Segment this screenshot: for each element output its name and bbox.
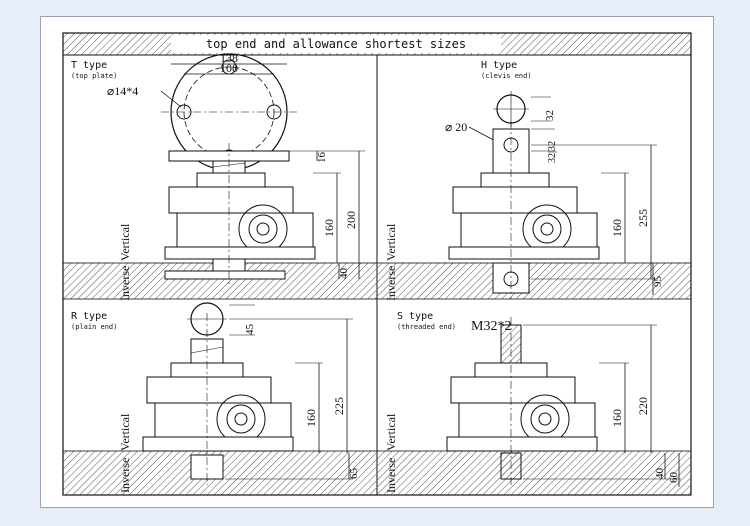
side-label-vertical: Vertical [118, 223, 132, 261]
t-dim-bottom: 40 [338, 268, 350, 280]
panel-h-type: H type (clevis end) 32 ⌀ 20 32|32 160 25… [445, 60, 664, 299]
side-label-inverse: Inverse [384, 266, 398, 301]
h-clevis [492, 128, 530, 174]
r-sub-label: (plain end) [71, 323, 117, 331]
side-label-vertical: Vertical [384, 413, 398, 451]
h-dim-total: 255 [636, 209, 650, 227]
t-dim-total: 200 [344, 211, 358, 229]
title-box [171, 35, 501, 53]
t-dim-body: 160 [322, 219, 336, 237]
h-dim-top: 32 [544, 110, 556, 121]
side-label-inverse: Inverse [118, 266, 132, 301]
t-type-label: T type [71, 60, 107, 71]
t-cap [196, 172, 266, 188]
upper-ground-band [62, 262, 692, 300]
r-worm-ring [226, 404, 256, 434]
h-hole-label: ⌀ 20 [445, 120, 467, 134]
h-worm-shaft [540, 222, 554, 236]
h-sub-label: (clevis end) [481, 72, 532, 80]
t-bottom-plate [164, 270, 286, 280]
h-worm-ring [532, 214, 562, 244]
s-base [446, 436, 598, 452]
panel-s-type: S type (threaded end) M32*2 160 220 40 6… [397, 311, 681, 487]
r-type-label: R type [71, 311, 107, 322]
s-dim-bottom-b: 60 [668, 472, 680, 484]
t-housing-top [168, 186, 294, 214]
drawing-title: top end and allowance shortest sizes [206, 37, 466, 51]
t-dim-outer: 138 [220, 51, 238, 65]
r-housing [154, 402, 292, 438]
drawing-frame: top end and allowance shortest sizes Inv… [40, 16, 714, 508]
t-worm-shaft [256, 222, 270, 236]
t-sub-label: (top plate) [71, 72, 117, 80]
h-housing [460, 212, 598, 248]
t-housing [176, 212, 314, 248]
h-dim-clevis: 32|32 [547, 141, 558, 163]
h-dim-bottom: 95 [652, 276, 664, 288]
s-type-label: S type [397, 311, 433, 322]
t-worm-ring [248, 214, 278, 244]
s-worm-ring [530, 404, 560, 434]
r-housing-top [146, 376, 272, 404]
s-dim-total: 220 [636, 397, 650, 415]
side-label-r: Inverse Vertical [118, 413, 132, 493]
panel-t-type: T type (top plate) 138 100 ⌀14*4 16 [71, 51, 365, 285]
t-hole-leader [160, 90, 182, 108]
s-dim-bottom-a: 40 [654, 468, 666, 480]
s-sub-label: (threaded end) [397, 323, 456, 331]
side-label-vertical: Vertical [118, 413, 132, 451]
t-base [164, 246, 316, 260]
lower-ground-band [62, 450, 692, 496]
h-type-label: H type [481, 60, 517, 71]
side-label-h: Inverse Vertical [384, 223, 398, 301]
r-base [142, 436, 294, 452]
panel-r-type: R type (plain end) 45 160 225 65 [71, 302, 360, 485]
r-dim-total: 225 [332, 397, 346, 415]
t-dim-plate: 16 [316, 152, 328, 164]
side-label-t: Inverse Vertical [118, 223, 132, 301]
side-label-inverse: Inverse [118, 458, 132, 493]
r-worm-shaft [234, 412, 248, 426]
t-hole-label: ⌀14*4 [107, 84, 138, 98]
s-housing-top [450, 376, 576, 404]
t-dim-pcd: 100 [220, 61, 238, 75]
s-housing [458, 402, 596, 438]
side-label-inverse: Inverse [384, 458, 398, 493]
side-label-s: Inverse Vertical [384, 413, 398, 493]
technical-drawing: top end and allowance shortest sizes Inv… [62, 32, 692, 496]
h-cap [480, 172, 550, 188]
side-label-vertical: Vertical [384, 223, 398, 261]
r-dim-body: 160 [304, 409, 318, 427]
r-dim-bottom: 65 [348, 468, 360, 480]
s-worm-shaft [538, 412, 552, 426]
r-dim-top: 45 [244, 324, 256, 336]
h-housing-top [452, 186, 578, 214]
s-dim-body: 160 [610, 409, 624, 427]
h-dim-body: 160 [610, 219, 624, 237]
h-base [448, 246, 600, 260]
